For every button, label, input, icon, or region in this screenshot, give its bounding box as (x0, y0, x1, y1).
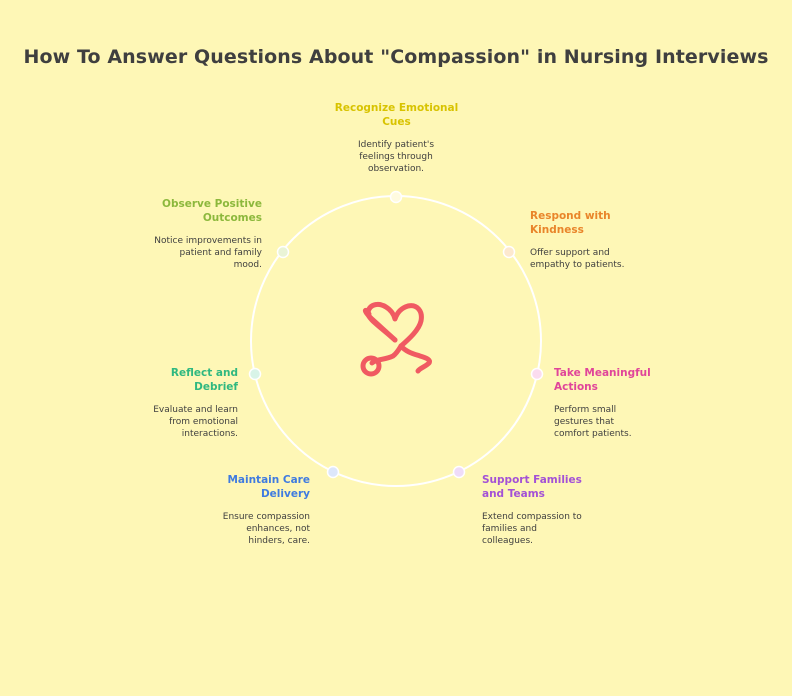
step-take-meaningful-actions: Take Meaningful Actions Perform small ge… (554, 366, 689, 440)
node-dot-4 (452, 465, 466, 479)
node-dot-1 (389, 190, 403, 204)
step-title: Respond with Kindness (530, 210, 611, 236)
step-description: Ensure compassion enhances, not hinders,… (222, 512, 310, 546)
step-description: Notice improvements in patient and famil… (154, 236, 262, 270)
step-title: Maintain Care Delivery (227, 474, 310, 500)
step-title: Recognize Emotional Cues (334, 102, 459, 128)
step-maintain-care-delivery: Maintain Care Delivery Ensure compassion… (175, 473, 310, 547)
step-title: Take Meaningful Actions (554, 367, 651, 393)
step-title: Support Families and Teams (482, 474, 582, 500)
step-reflect-and-debrief: Reflect and Debrief Evaluate and learn f… (103, 366, 238, 440)
step-observe-positive-outcomes: Observe Positive Outcomes Notice improve… (127, 197, 262, 271)
node-dot-6 (248, 367, 262, 381)
step-support-families-and-teams: Support Families and Teams Extend compas… (482, 473, 617, 547)
heart-stethoscope-icon (360, 301, 432, 377)
step-description: Identify patient's feelings through obse… (357, 140, 435, 174)
node-dot-5 (326, 465, 340, 479)
step-recognize-emotional-cues: Recognize Emotional Cues Identify patien… (329, 101, 464, 175)
step-description: Extend compassion to families and collea… (482, 512, 582, 546)
step-respond-with-kindness: Respond with Kindness Offer support and … (530, 209, 665, 271)
step-description: Offer support and empathy to patients. (530, 248, 625, 270)
node-dot-7 (276, 245, 290, 259)
node-dot-2 (502, 245, 516, 259)
node-dot-3 (530, 367, 544, 381)
step-description: Evaluate and learn from emotional intera… (153, 405, 238, 439)
step-description: Perform small gestures that comfort pati… (554, 405, 632, 439)
step-title: Observe Positive Outcomes (162, 198, 262, 224)
step-title: Reflect and Debrief (170, 367, 238, 393)
page-title: How To Answer Questions About "Compassio… (23, 46, 769, 68)
